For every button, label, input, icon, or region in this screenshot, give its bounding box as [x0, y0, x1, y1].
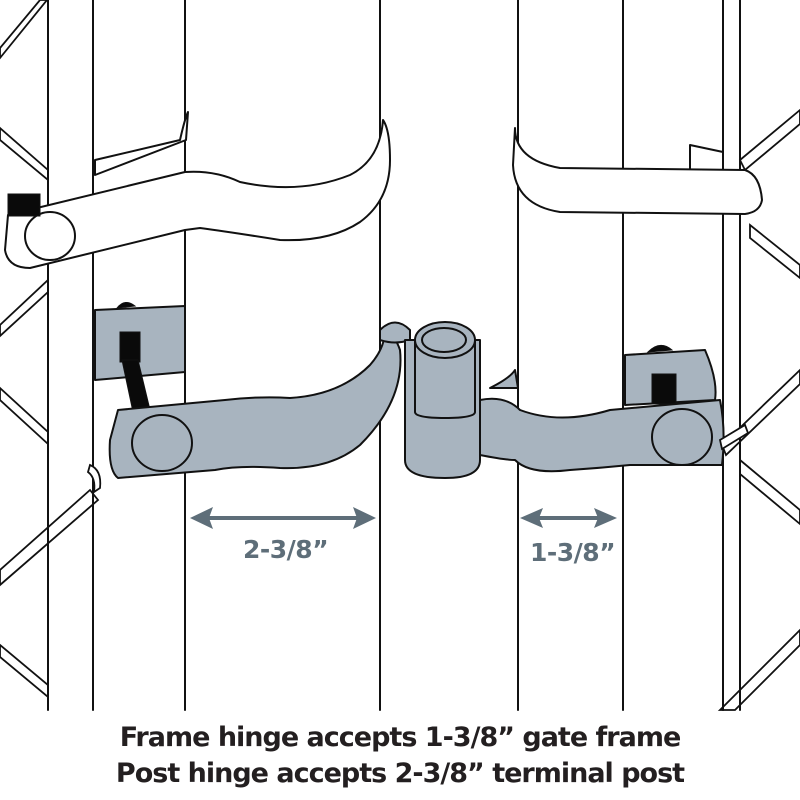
post-band-upper [4, 111, 391, 269]
post-dimension-label: 2-3/8” [243, 535, 329, 564]
terminal-post [184, 0, 381, 711]
mesh-tie-right [718, 423, 750, 451]
frame-dimension-label: 1-3/8” [530, 538, 616, 567]
left-gate-upright [47, 0, 94, 711]
frame-hinge [479, 369, 725, 473]
mesh-tie-left [86, 463, 102, 494]
frame-hinge-backplate [624, 345, 717, 406]
frame-band-upper [512, 127, 763, 215]
post-dimension-arrow [190, 507, 376, 529]
caption-line-post-hinge: Post hinge accepts 2-3/8” terminal post [115, 758, 685, 789]
right-fence-upright [722, 0, 741, 711]
hinge-knuckle [379, 321, 481, 479]
gate-frame [517, 0, 624, 711]
post-hinge [108, 329, 402, 479]
post-hinge-backplate [94, 302, 186, 413]
caption-line-frame-hinge: Frame hinge accepts 1-3/8” gate frame [119, 722, 682, 753]
frame-dimension-arrow [520, 508, 617, 528]
